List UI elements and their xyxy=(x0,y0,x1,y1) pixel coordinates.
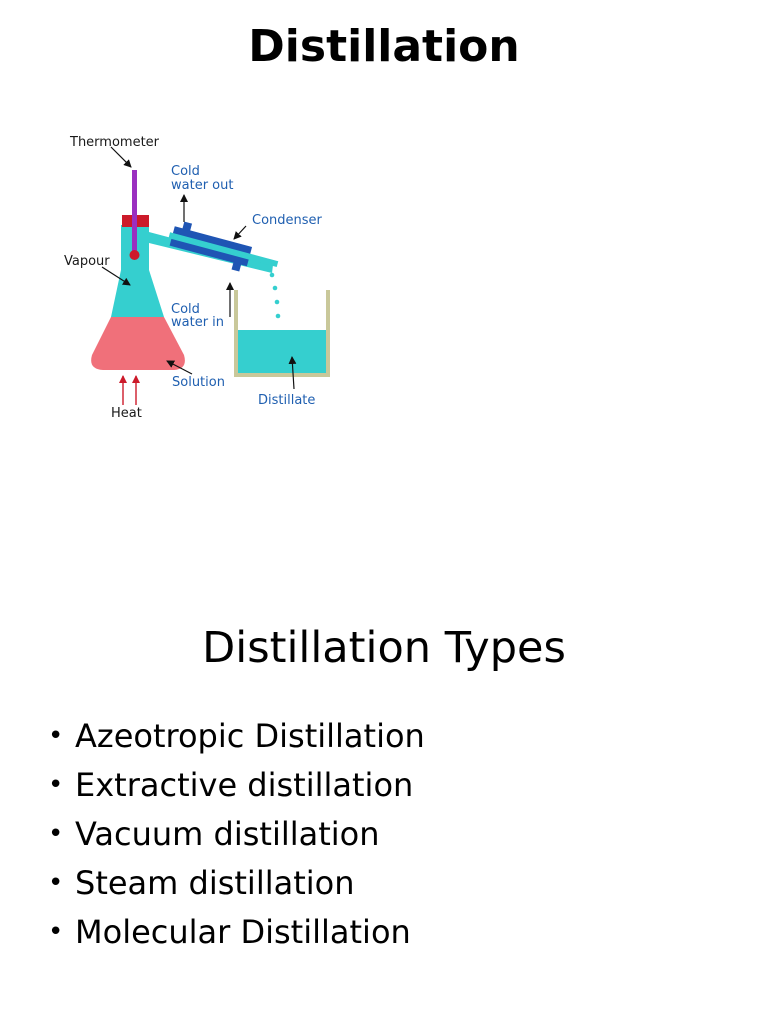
section-title: Distillation Types xyxy=(202,623,566,673)
list-item: • Vacuum distillation xyxy=(48,810,425,859)
list-item: • Steam distillation xyxy=(48,859,425,908)
type-label: Azeotropic Distillation xyxy=(75,717,425,755)
drop xyxy=(272,285,278,291)
beaker xyxy=(234,290,330,377)
label-thermometer: Thermometer xyxy=(69,135,160,150)
label-heat: Heat xyxy=(111,406,142,421)
label-cold-water-in: water in xyxy=(171,315,224,330)
distillation-apparatus-diagram: Thermometer Cold water out Condenser Vap… xyxy=(64,135,330,421)
drop xyxy=(275,313,281,319)
drop xyxy=(274,299,280,305)
bullet: • xyxy=(48,917,64,947)
label-condenser: Condenser xyxy=(252,213,323,228)
thermometer xyxy=(132,170,137,252)
label-distillate: Distillate xyxy=(258,393,315,408)
label-cold-water-out: water out xyxy=(171,178,233,193)
type-label: Extractive distillation xyxy=(75,766,414,804)
label-cold-water-in: Cold xyxy=(171,302,200,317)
list-item: • Molecular Distillation xyxy=(48,908,425,957)
list-item: • Extractive distillation xyxy=(48,761,425,810)
condenser-tube xyxy=(168,232,279,268)
label-solution: Solution xyxy=(172,375,225,390)
type-label: Molecular Distillation xyxy=(75,913,411,951)
bullet: • xyxy=(48,868,64,898)
distillate-liquid xyxy=(238,330,326,373)
label-vapour: Vapour xyxy=(64,254,110,269)
list-item: • Azeotropic Distillation xyxy=(48,712,425,761)
condenser-inlet xyxy=(231,261,242,272)
bullet: • xyxy=(48,770,64,800)
label-cold-water-out: Cold xyxy=(171,164,200,179)
thermometer-bulb xyxy=(129,250,140,260)
bullet: • xyxy=(48,721,64,751)
type-label: Steam distillation xyxy=(75,864,355,902)
flask-vapour xyxy=(111,225,164,317)
bullet: • xyxy=(48,819,64,849)
type-label: Vacuum distillation xyxy=(75,815,380,853)
drop xyxy=(269,272,275,278)
slide-title: Distillation xyxy=(248,21,520,72)
condenser-outlet xyxy=(182,221,193,232)
flask-solution xyxy=(91,317,185,370)
distillation-types-list: • Azeotropic Distillation • Extractive d… xyxy=(48,712,425,957)
